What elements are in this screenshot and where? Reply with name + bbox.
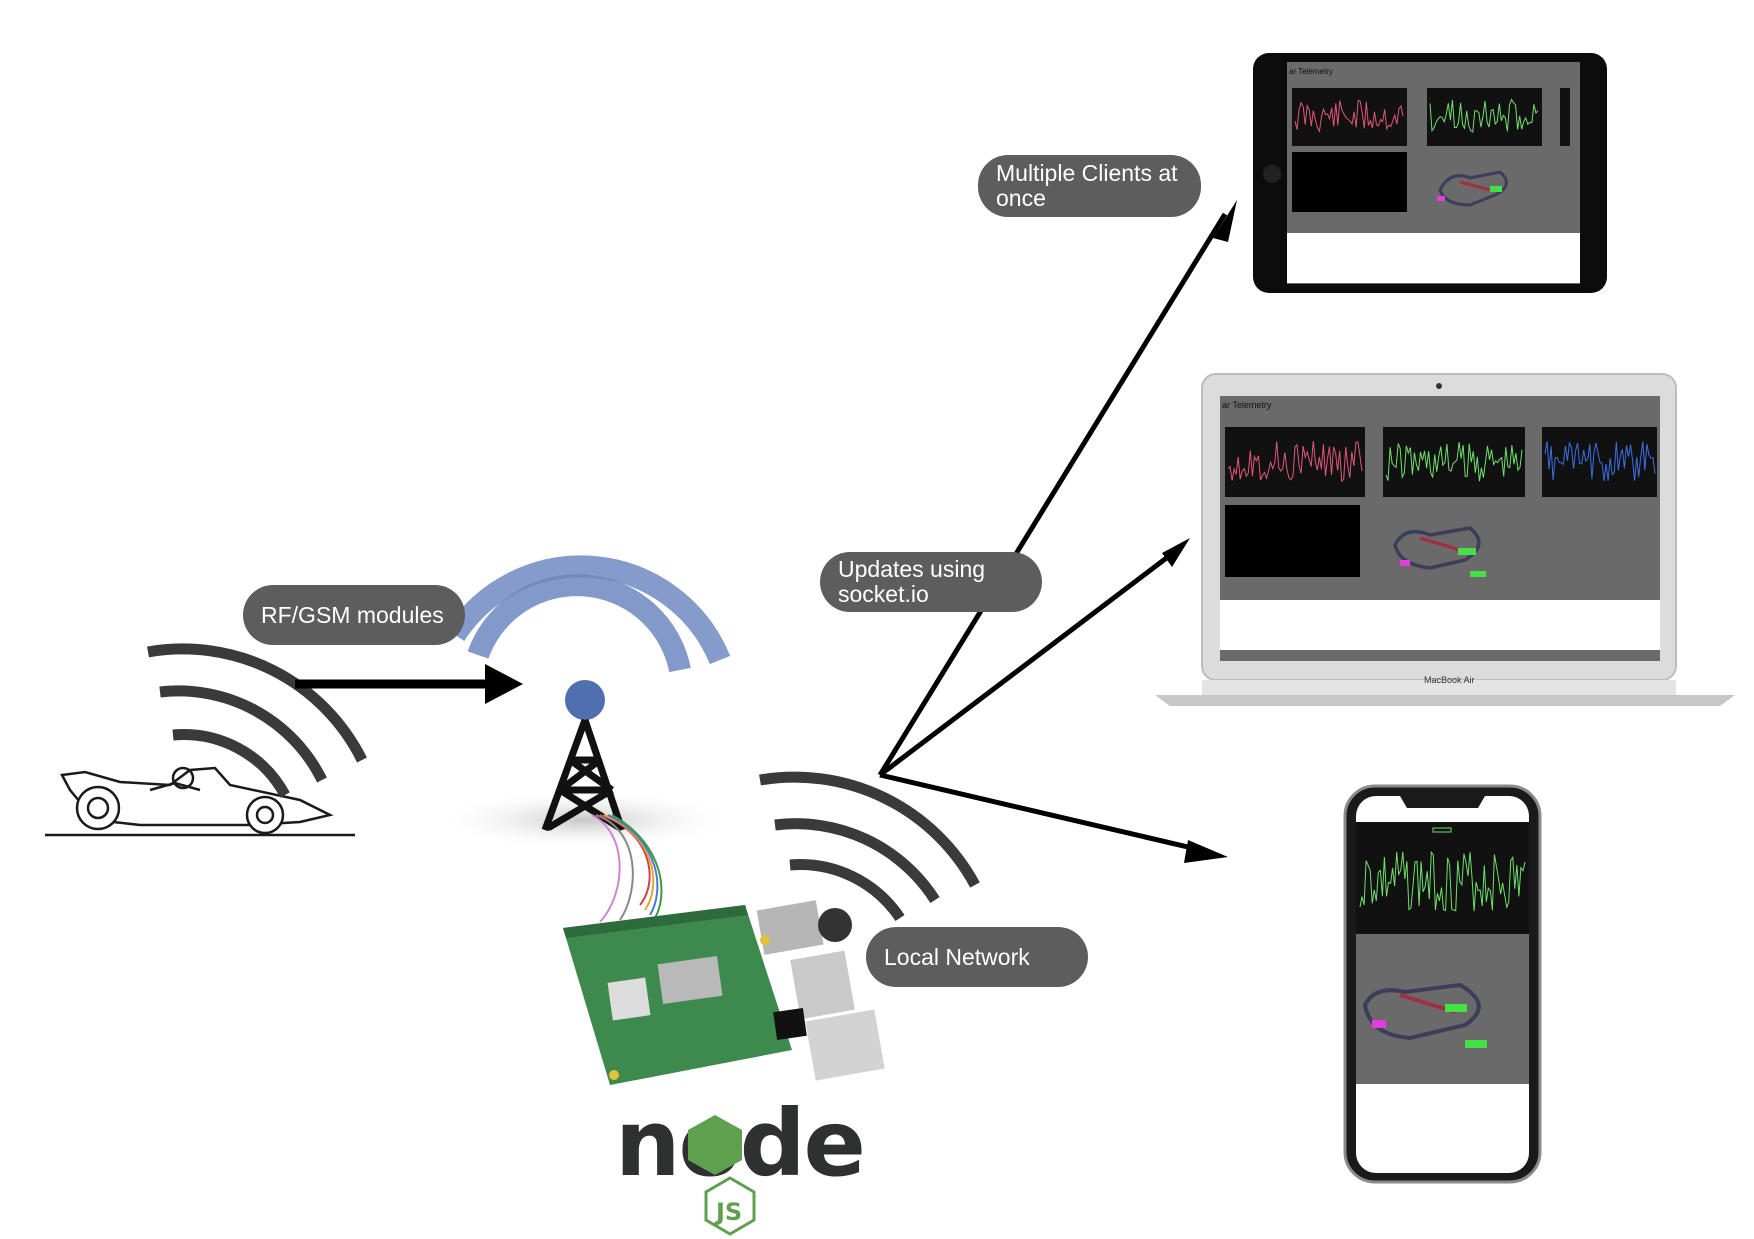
telemetry-trace (1294, 99, 1404, 133)
laptop-brand-label: MacBook Air (1424, 675, 1475, 685)
multiple-clients-label: Multiple Clients at once (978, 155, 1201, 217)
telemetry-trace (1544, 441, 1656, 482)
broadcast-arrows (877, 212, 1228, 854)
rf-gsm-label: RF/GSM modules (243, 585, 465, 645)
tablet-track-map (1438, 170, 1508, 207)
telemetry-trace (1359, 850, 1526, 912)
local-network-label: Local Network (866, 927, 1088, 987)
network-signal-arcs (759, 771, 980, 922)
ribbon-wires (591, 814, 663, 923)
car-signal-arcs (147, 643, 367, 798)
laptop-chart-blue (1544, 441, 1656, 482)
updates-socketio-label: Updates using socket.io (820, 552, 1042, 612)
laptop-app-title: ar Telemetry (1222, 400, 1272, 410)
arrow-to-tablet (877, 212, 1228, 777)
car-to-tower-arrowhead (485, 664, 523, 704)
laptop-device: ar Telemetry MacBook Air (1155, 373, 1735, 706)
phone-arrowhead (1184, 840, 1228, 863)
arrow-to-phone (879, 772, 1206, 854)
laptop-chart-red (1227, 440, 1363, 483)
tablet-chart-green (1429, 98, 1539, 133)
nodejs-logo-icon: node JS (615, 1090, 866, 1236)
phone-device (1343, 784, 1542, 1184)
tablet-app-title: ar Telemetry (1289, 67, 1333, 76)
telemetry-trace (1429, 98, 1539, 133)
phone-chart-green (1359, 850, 1526, 912)
laptop-arrowhead (1162, 538, 1190, 567)
race-car-icon (45, 766, 355, 837)
raspberry-pi-icon (563, 900, 885, 1085)
telemetry-trace (1385, 441, 1523, 482)
telemetry-trace (1227, 440, 1363, 483)
laptop-chart-green (1385, 441, 1523, 482)
tablet-arrowhead (1213, 200, 1237, 242)
tablet-device: ar Telemetry (1253, 53, 1607, 293)
cell-tower-icon (435, 555, 735, 850)
tablet-chart-red (1294, 99, 1404, 133)
arrow-to-laptop (878, 548, 1179, 777)
nodejs-js-text: JS (714, 1198, 742, 1226)
